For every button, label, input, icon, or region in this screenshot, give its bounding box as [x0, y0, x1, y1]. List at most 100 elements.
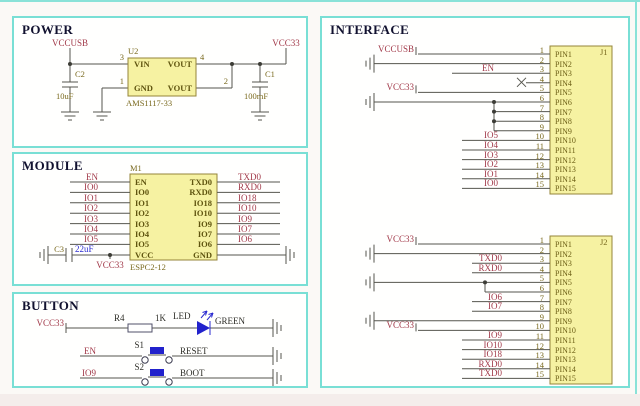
- resistor-value: 1K: [155, 313, 166, 323]
- pin-name: PIN1: [555, 50, 572, 59]
- net-label: IO1: [84, 192, 98, 203]
- pin-name: PIN2: [555, 59, 572, 69]
- chip-pin-label: EN: [135, 177, 147, 187]
- pin-number: 6: [539, 93, 544, 103]
- pin-number: 1: [119, 76, 124, 86]
- pin-number: 10: [535, 321, 545, 332]
- chip-pin-label: IO3: [135, 218, 150, 229]
- pin-number: 14: [535, 169, 545, 180]
- ground-icon: [272, 319, 282, 386]
- junction-dot: [492, 100, 496, 104]
- led-icon: [197, 310, 214, 335]
- net-label: EN: [86, 172, 98, 182]
- junction-dot: [68, 62, 262, 66]
- pin-name: PIN2: [555, 249, 572, 259]
- esp-module-body: [129, 173, 218, 261]
- pin-name: PIN14: [555, 364, 576, 374]
- regulator-pin-vin: VIN: [134, 59, 150, 69]
- led-label: LED: [173, 311, 191, 321]
- wire: [65, 323, 273, 379]
- pin-number: 12: [535, 340, 545, 351]
- net-label: IO4: [84, 224, 98, 234]
- pushbutton-s2-icon: [141, 369, 173, 386]
- net-label: EN: [482, 63, 494, 74]
- pin-number: 6: [539, 283, 544, 293]
- net-label-en: EN: [84, 346, 96, 356]
- pin-name: PIN1: [555, 240, 572, 249]
- pin-name: PIN4: [555, 268, 572, 278]
- pin-number: 8: [539, 112, 544, 123]
- regulator-pin-vout-top: VOUT: [167, 59, 192, 69]
- pin-name: PIN10: [555, 326, 576, 336]
- net-label-vccusb: VCCUSB: [51, 38, 89, 48]
- pin-number: 8: [539, 302, 544, 313]
- module-schematic-drawing: [39, 173, 295, 264]
- pin-name: PIN13: [555, 165, 576, 175]
- net-label: IO9: [488, 330, 502, 340]
- resistor-designator: R4: [114, 313, 125, 323]
- chip-pin-label: IO0: [135, 187, 150, 198]
- connector-designator: J1: [600, 47, 608, 57]
- net-label: IO4: [484, 140, 498, 150]
- chip-pin-label: IO7: [197, 229, 212, 239]
- pin-name: PIN11: [555, 336, 576, 345]
- pin-number: 4: [539, 263, 544, 274]
- pin-name: PIN13: [555, 355, 576, 365]
- net-label: TXD0: [238, 172, 261, 182]
- power-schematic-drawing: [61, 48, 287, 121]
- wire: [69, 48, 287, 112]
- net-label-vcc33: VCC33: [272, 38, 300, 48]
- net-label: VCC33: [386, 82, 414, 93]
- button-schematic-drawing: [65, 310, 282, 386]
- net-label: IO6: [488, 291, 502, 302]
- pin-name: PIN3: [555, 259, 572, 269]
- capacitor-designator: C1: [265, 69, 275, 79]
- pin-name: PIN8: [555, 307, 572, 317]
- connector-body: [549, 235, 613, 385]
- net-label: IO10: [238, 203, 257, 214]
- pin-name: PIN11: [555, 146, 576, 155]
- chip-pin-label: IO9: [197, 218, 212, 229]
- regulator-pin-gnd: GND: [134, 83, 153, 93]
- pin-number: 2: [539, 54, 544, 65]
- led-color-label: GREEN: [215, 316, 245, 326]
- net-label-io9: IO9: [82, 368, 96, 378]
- page-border-top: [0, 0, 640, 2]
- pin-number: 5: [539, 273, 544, 284]
- net-label: IO18: [238, 192, 257, 203]
- pin-name: PIN5: [555, 278, 572, 288]
- net-label: IO10: [483, 339, 503, 350]
- capacitor-c1-icon: [252, 81, 268, 88]
- section-title-module: MODULE: [22, 158, 83, 173]
- net-label: IO7: [238, 224, 252, 234]
- regulator-pin-vout-bot: VOUT: [167, 83, 192, 93]
- pin-name: PIN15: [555, 184, 576, 194]
- net-label: TXD0: [479, 368, 502, 379]
- section-title-interface: INTERFACE: [330, 22, 410, 37]
- pin-name: PIN7: [555, 297, 572, 307]
- connector-designator: J2: [600, 237, 608, 247]
- capacitor-value: 22uF: [75, 244, 94, 254]
- pin-number: 9: [539, 311, 544, 322]
- net-label: RXD0: [478, 262, 502, 273]
- section-title-power: POWER: [22, 22, 74, 37]
- pin-number: 7: [539, 102, 544, 113]
- switch-function-label: BOOT: [180, 368, 205, 378]
- pin-number: 2: [223, 76, 228, 86]
- pin-number: 13: [535, 160, 545, 171]
- net-label: IO18: [483, 349, 503, 360]
- chip-pin-label: IO4: [135, 229, 150, 239]
- pin-number: 4: [539, 73, 544, 84]
- net-label: IO6: [238, 234, 252, 245]
- pin-number: 10: [535, 131, 545, 142]
- junction-dot: [492, 119, 496, 124]
- pin-number: 7: [539, 292, 544, 303]
- capacitor-designator: C3: [54, 244, 64, 254]
- pin-number: 15: [535, 179, 545, 190]
- pin-name: PIN3: [555, 69, 572, 79]
- pin-name: PIN6: [555, 98, 572, 107]
- interface-schematic-drawing: [365, 45, 613, 385]
- net-label: IO5: [84, 234, 98, 245]
